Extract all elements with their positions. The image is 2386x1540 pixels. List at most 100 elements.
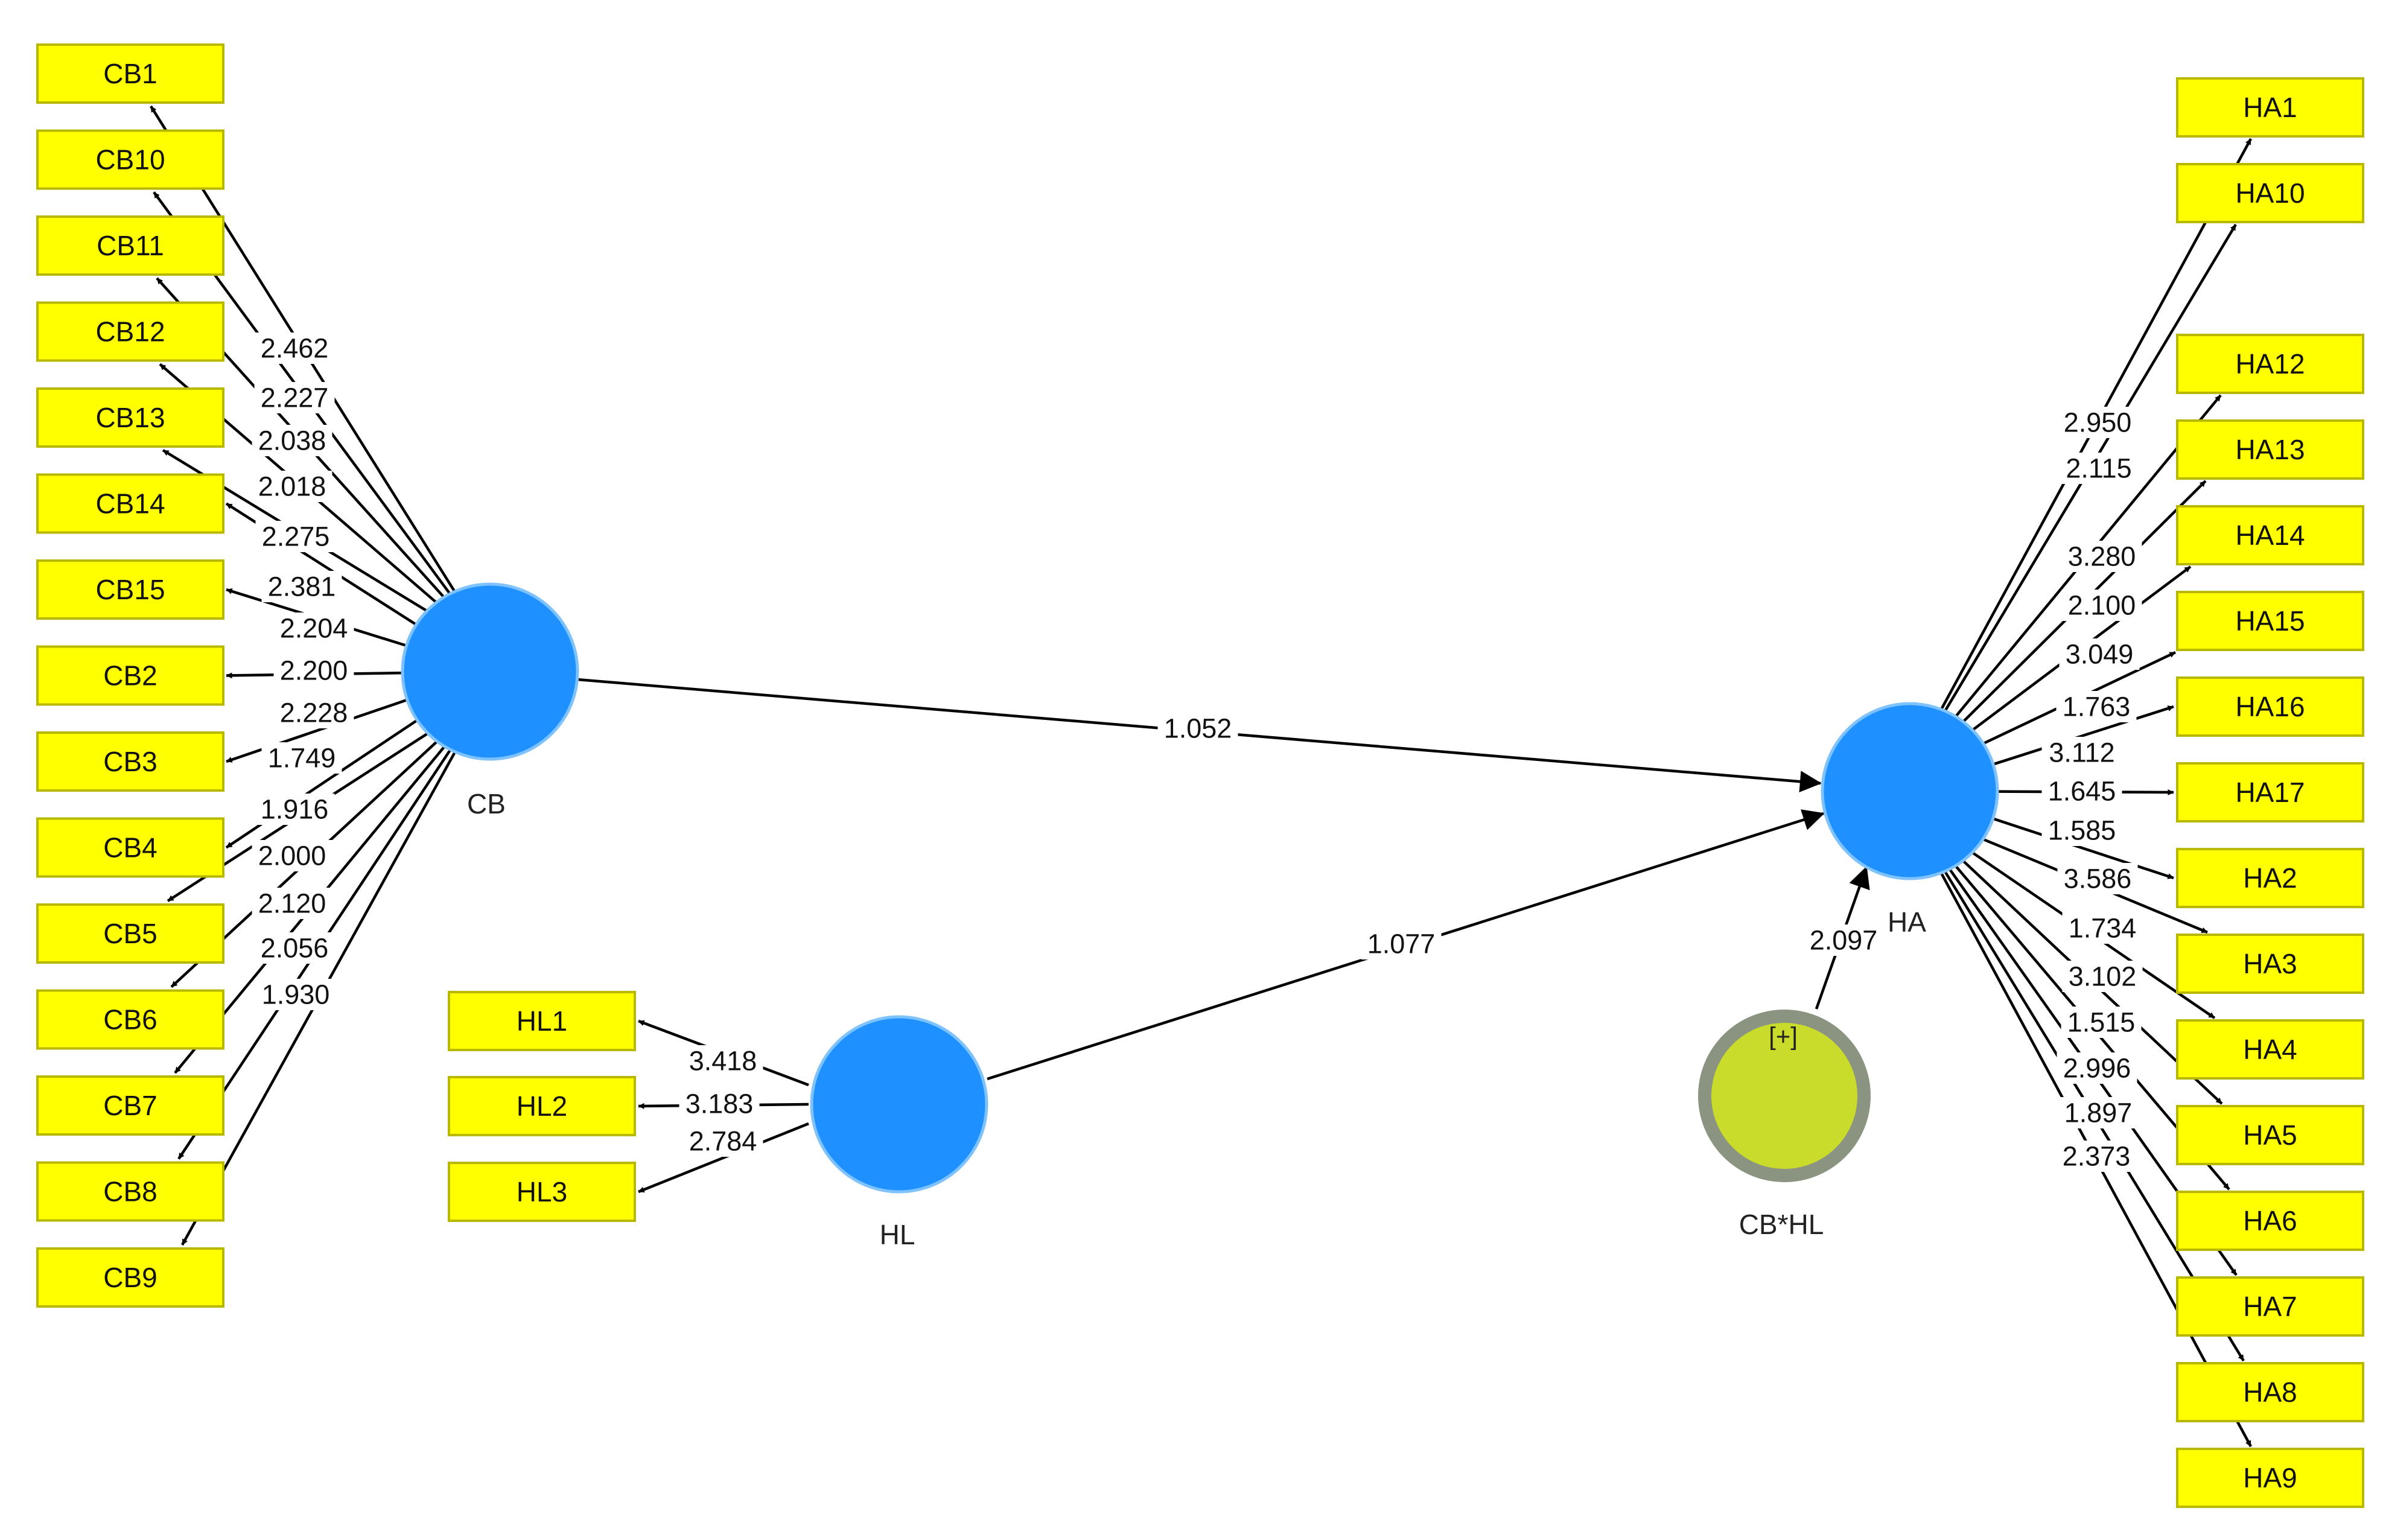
indicator-ha5-label: HA5	[2243, 1119, 2297, 1151]
indicator-ha16[interactable]: HA16	[2176, 676, 2364, 737]
indicator-ha14[interactable]: HA14	[2176, 505, 2364, 565]
indicator-ha7[interactable]: HA7	[2176, 1276, 2364, 1337]
weight-ha14: 3.049	[2059, 638, 2140, 670]
indicator-ha10[interactable]: HA10	[2176, 163, 2364, 223]
indicator-cb1[interactable]: CB1	[36, 43, 224, 104]
svg-text:2.018: 2.018	[258, 471, 326, 502]
indicator-ha1[interactable]: HA1	[2176, 77, 2364, 138]
indicator-ha12[interactable]: HA12	[2176, 334, 2364, 394]
indicator-cb1-label: CB1	[103, 58, 157, 89]
indicator-cb6[interactable]: CB6	[36, 989, 224, 1050]
svg-text:2.275: 2.275	[262, 521, 330, 552]
svg-text:2.950: 2.950	[2064, 407, 2132, 438]
svg-text:1.052: 1.052	[1164, 713, 1232, 744]
svg-text:2.462: 2.462	[261, 333, 329, 364]
weight-hl1: 3.418	[682, 1045, 763, 1077]
weight-labels-layer: 2.4622.2272.0382.0182.2752.3812.2042.200…	[252, 332, 2143, 1172]
indicator-cb12[interactable]: CB12	[36, 301, 224, 362]
svg-text:2.381: 2.381	[268, 571, 336, 602]
svg-text:2.200: 2.200	[280, 655, 348, 686]
indicator-ha13[interactable]: HA13	[2176, 419, 2364, 480]
indicator-cb2[interactable]: CB2	[36, 645, 224, 706]
indicator-ha6[interactable]: HA6	[2176, 1191, 2364, 1251]
svg-text:2.784: 2.784	[689, 1126, 757, 1157]
indicator-cb6-label: CB6	[103, 1004, 157, 1036]
weight-ha15: 1.763	[2056, 691, 2137, 722]
indicator-cb3[interactable]: CB3	[36, 731, 224, 792]
indicator-cb4[interactable]: CB4	[36, 817, 224, 878]
indicator-cb15[interactable]: CB15	[36, 559, 224, 620]
indicator-ha15-label: HA15	[2235, 605, 2305, 637]
edge-ha-ha16	[1993, 705, 2174, 766]
indicator-hl2-label: HL2	[517, 1090, 567, 1122]
indicator-cb14[interactable]: CB14	[36, 473, 224, 534]
indicator-ha12-label: HA12	[2235, 348, 2305, 380]
construct-cbxhl-label: CB*HL	[1739, 1209, 1824, 1240]
indicator-ha9[interactable]: HA9	[2176, 1448, 2364, 1508]
construct-cbxhl-moderator[interactable]: [+] CB*HL	[1698, 1010, 1871, 1240]
indicator-ha4[interactable]: HA4	[2176, 1019, 2364, 1080]
construct-ha-label: HA	[1888, 906, 1926, 938]
svg-text:1.585: 1.585	[2048, 815, 2116, 846]
svg-text:2.115: 2.115	[2066, 453, 2131, 484]
svg-text:3.280: 3.280	[2068, 541, 2136, 572]
indicator-cb10-label: CB10	[95, 144, 165, 176]
indicator-ha5[interactable]: HA5	[2176, 1105, 2364, 1165]
weight-hl2: 3.183	[679, 1088, 760, 1119]
indicator-cb10[interactable]: CB10	[36, 129, 224, 190]
construct-hl-label: HL	[880, 1219, 915, 1250]
svg-text:2.373: 2.373	[2063, 1141, 2131, 1172]
indicator-ha17-label: HA17	[2235, 777, 2305, 808]
indicator-ha4-label: HA4	[2243, 1034, 2297, 1065]
weight-ha5: 3.102	[2062, 961, 2143, 992]
indicator-cb3-label: CB3	[103, 746, 157, 777]
weight-ha9: 2.373	[2056, 1141, 2137, 1172]
indicator-ha9-label: HA9	[2243, 1462, 2297, 1494]
construct-ha[interactable]: HA	[1821, 702, 1999, 938]
svg-text:2.056: 2.056	[261, 933, 329, 964]
weight-cb7: 2.120	[252, 888, 332, 919]
weight-ha8: 1.897	[2058, 1097, 2139, 1128]
expand-plus-icon[interactable]: [+]	[1769, 1022, 1798, 1051]
indicator-ha2[interactable]: HA2	[2176, 848, 2364, 908]
weight-cb5: 1.916	[254, 794, 335, 825]
svg-text:3.183: 3.183	[686, 1089, 754, 1119]
indicator-cb8-label: CB8	[103, 1176, 157, 1208]
construct-hl[interactable]: HL	[810, 1015, 988, 1250]
weight-cb9: 1.930	[255, 979, 336, 1010]
indicator-ha10-label: HA10	[2235, 177, 2305, 209]
svg-text:3.586: 3.586	[2064, 864, 2132, 894]
weight-ha4: 1.734	[2062, 912, 2143, 944]
indicator-cb13[interactable]: CB13	[36, 387, 224, 448]
path-cb-to-ha-value: 1.052	[1157, 713, 1238, 744]
svg-text:3.112: 3.112	[2049, 737, 2114, 768]
svg-text:1.077: 1.077	[1367, 929, 1436, 959]
indicator-ha15[interactable]: HA15	[2176, 591, 2364, 651]
indicator-hl1[interactable]: HL1	[448, 991, 636, 1051]
construct-cb[interactable]: CB	[401, 582, 579, 819]
svg-text:1.515: 1.515	[2067, 1007, 2136, 1038]
indicator-cb7[interactable]: CB7	[36, 1075, 224, 1136]
indicator-cb12-label: CB12	[95, 316, 165, 348]
weight-ha12: 3.280	[2061, 541, 2142, 572]
weight-ha2: 1.585	[2041, 815, 2122, 846]
indicator-hl2[interactable]: HL2	[448, 1076, 636, 1136]
svg-text:2.227: 2.227	[261, 383, 329, 413]
svg-text:1.645: 1.645	[2048, 776, 2116, 807]
indicator-cb9[interactable]: CB9	[36, 1247, 224, 1308]
weight-cb8: 2.056	[254, 932, 335, 964]
weight-cb11: 2.038	[252, 425, 332, 456]
indicator-ha2-label: HA2	[2243, 862, 2297, 894]
edge-cb-cb3	[226, 698, 408, 763]
indicator-cb14-label: CB14	[95, 488, 165, 520]
weight-ha13: 2.100	[2061, 590, 2142, 621]
indicator-ha3[interactable]: HA3	[2176, 934, 2364, 994]
weight-cb6: 2.000	[252, 840, 332, 871]
indicator-cb8[interactable]: CB8	[36, 1161, 224, 1222]
indicator-ha17[interactable]: HA17	[2176, 762, 2364, 822]
indicator-ha8[interactable]: HA8	[2176, 1362, 2364, 1422]
indicator-cb5[interactable]: CB5	[36, 903, 224, 964]
indicator-cb11[interactable]: CB11	[36, 215, 224, 276]
indicator-hl3[interactable]: HL3	[448, 1162, 636, 1222]
indicator-ha14-label: HA14	[2235, 520, 2305, 551]
